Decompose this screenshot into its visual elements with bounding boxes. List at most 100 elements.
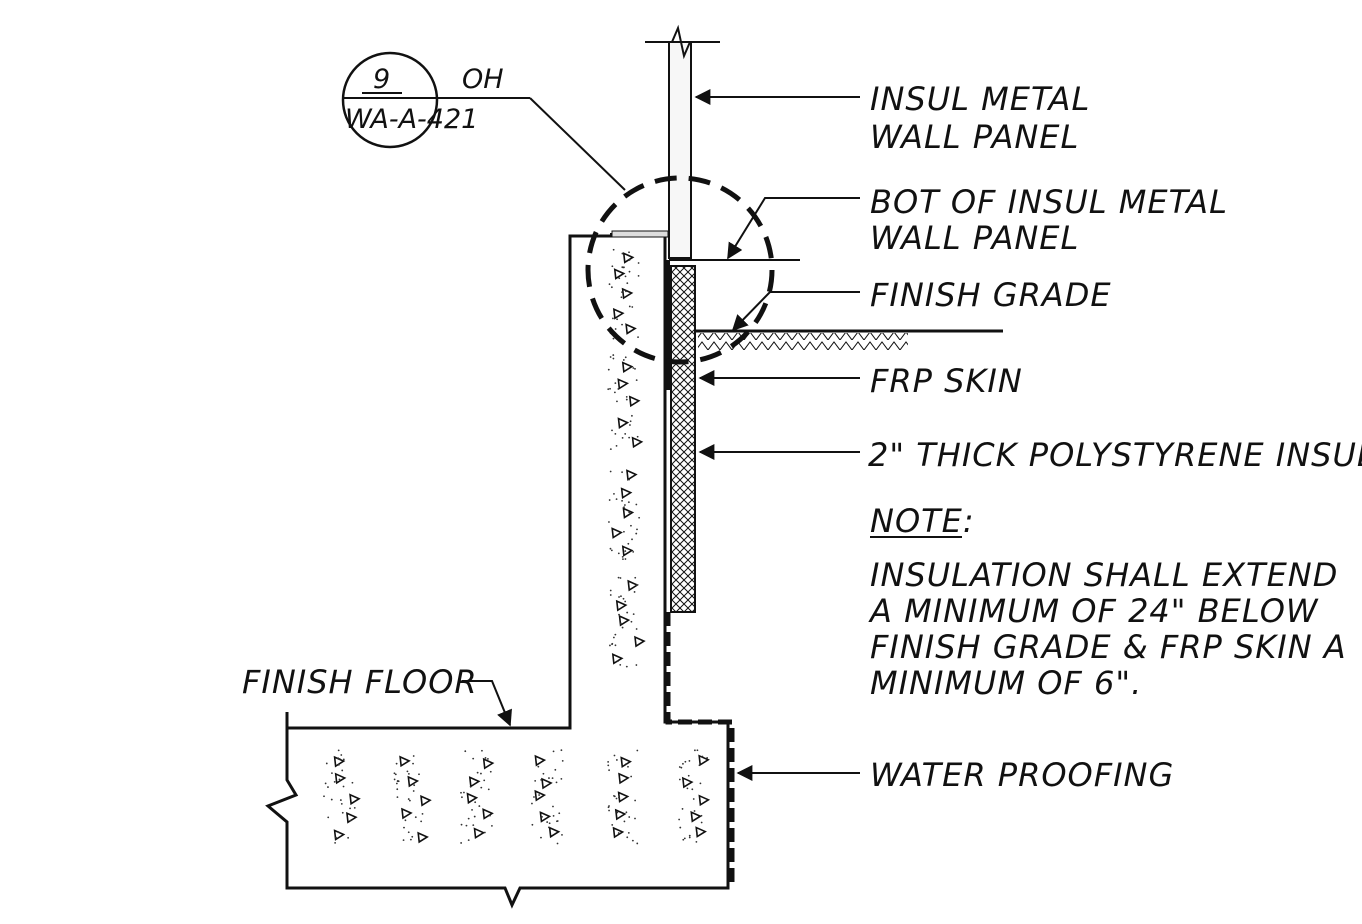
aggregate-dot [625,290,627,293]
aggregate-dot [688,760,691,762]
aggregate-dot [325,762,328,765]
aggregate-dot [620,296,623,299]
label-wall-panel-line2: WALL PANEL [870,118,1079,156]
aggregate-dot [407,831,410,834]
aggregate-dot [612,354,615,356]
aggregate-dot [625,396,628,398]
aggregate-dot [624,275,627,278]
aggregate-dot [546,821,549,823]
aggregate-dot [461,796,463,799]
aggregate-dot [623,506,625,509]
aggregate-dot [342,785,345,788]
aggregate-stone [620,756,632,768]
aggregate-dot [460,791,462,794]
aggregate-dot [607,388,610,391]
aggregate-stone [617,417,630,429]
aggregate-dot [624,433,627,435]
aggregate-dot [460,842,463,844]
aggregate-dot [706,756,709,759]
aggregate-dot [630,620,633,623]
aggregate-dot [635,628,638,630]
aggregate-stone [334,772,347,785]
aggregate-dot [607,368,610,371]
aggregate-dot [634,799,637,802]
aggregate-dot [560,749,563,752]
aggregate-dot [628,305,631,308]
aggregate-dot [694,749,696,752]
aggregate-stone [612,826,625,839]
aggregate-dot [338,778,341,781]
aggregate-dot [611,824,614,826]
aggregate-stone [622,252,635,264]
aggregate-dot [629,424,631,426]
aggregate-dot [608,809,610,812]
aggregate-stone [628,395,641,408]
aggregate-dot [626,611,629,614]
aggregate-dot [554,768,557,771]
frp-skin [665,260,670,390]
aggregate-dot [487,758,489,760]
aggregate-dot [617,576,620,579]
aggregate-dot [637,262,640,264]
aggregate-dot [339,799,342,801]
aggregate-stone [690,810,703,823]
aggregate-dot [622,266,624,269]
leaders [462,89,860,781]
aggregate-dot [548,777,550,779]
label-frp-skin: FRP SKIN [870,362,1023,400]
aggregate-dot [612,357,615,360]
aggregate-dot [324,782,327,785]
aggregate-dot [626,836,629,839]
aggregate-dot [618,596,620,598]
aggregate-stone [417,831,429,844]
aggregate-dot [396,780,399,783]
aggregate-stone [401,807,413,820]
aggregate-stone [611,527,623,539]
aggregate-dot [337,763,340,766]
aggregate-dot [608,521,610,523]
aggregate-dot [622,597,625,600]
aggregate-dot [480,786,483,789]
aggregate-dot [609,448,612,451]
aggregate-dot [412,762,414,765]
aggregate-dot [630,775,633,778]
aggregate-stone [473,827,486,840]
aggregate-dot [688,834,691,837]
aggregate-dot [621,626,624,629]
aggregate-dot [619,663,622,666]
aggregate-dot [624,550,627,552]
aggregate-dot [342,758,345,761]
aggregate-dot [627,501,630,504]
aggregate-dot [692,798,695,800]
aggregate-dot [394,773,397,776]
aggregate-dot [636,749,639,752]
aggregate-dot [618,613,620,616]
aggregate-dot [349,819,352,822]
aggregate-dot [615,797,618,800]
aggregate-dot [621,436,624,439]
aggregate-dot [684,760,687,763]
aggregate-dot [609,387,611,390]
note-heading: NOTE: [870,502,975,540]
aggregate-dot [637,336,639,339]
aggregate-stone [622,507,635,519]
aggregate-dot [621,499,623,502]
aggregate-dot [618,796,620,799]
aggregate-dot [634,367,636,370]
aggregate-dot [467,839,470,842]
aggregate-dot [474,801,477,804]
detail-number: 9 [373,64,390,95]
label-bot-panel-line2: WALL PANEL [870,219,1079,257]
aggregate-dot [621,291,623,293]
aggregate-dot [471,808,473,811]
aggregate-dot [682,762,684,765]
aggregate-dot [678,778,681,781]
aggregate-dot [688,836,691,839]
aggregate-dot [695,840,698,843]
label-polystyrene: 2" THICK POLYSTYRENE INSUL [868,436,1362,474]
aggregate-stone [620,487,633,500]
aggregate-dot [626,282,629,285]
aggregate-dot [421,812,424,815]
aggregate-stone [346,811,358,824]
